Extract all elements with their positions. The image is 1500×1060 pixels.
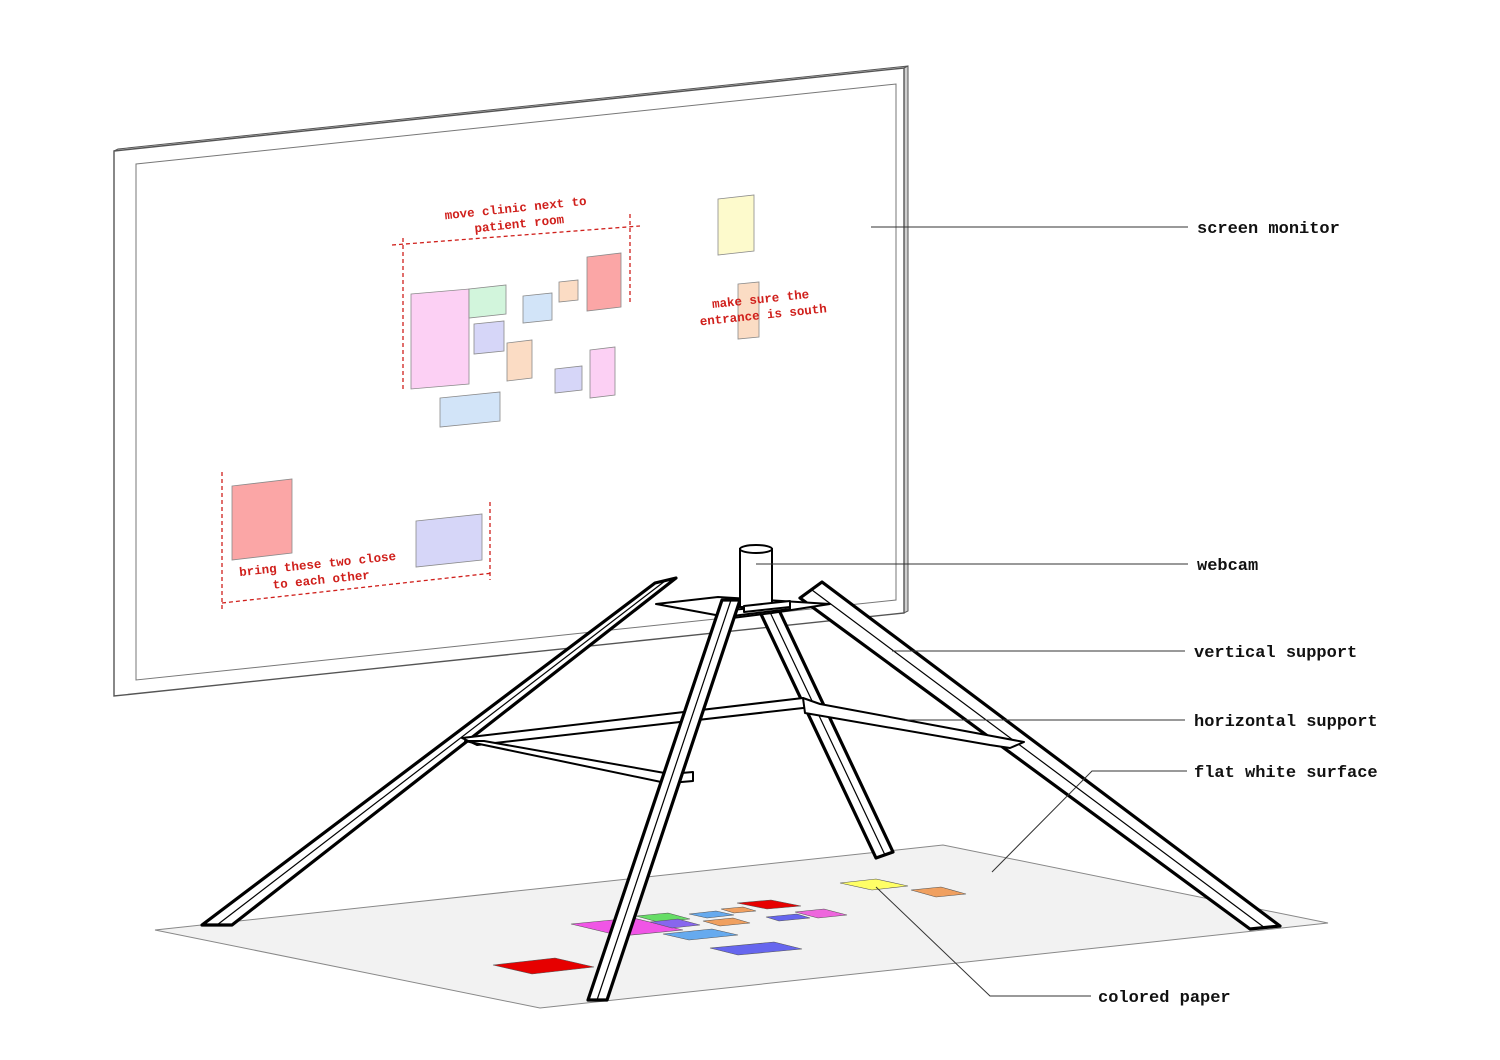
- screen-block-red-1: [586, 252, 622, 312]
- paper-blue-1: [662, 928, 739, 941]
- label-screen-monitor: screen monitor: [1197, 220, 1340, 239]
- screen-block-green: [468, 284, 507, 319]
- paper-purple-small: [649, 918, 701, 929]
- screen-block-yellow: [717, 194, 755, 256]
- webcam-top: [739, 544, 773, 554]
- colored-paper-leader: [875, 886, 1091, 997]
- paper-red-small: [736, 899, 802, 910]
- horizontal-support: [461, 697, 1025, 784]
- vertical-support-back-left: [200, 576, 678, 927]
- callouts: screen monitor webcam vertical support h…: [756, 220, 1378, 1008]
- screen-block-lavender-2: [554, 365, 583, 394]
- label-webcam: webcam: [1197, 557, 1258, 576]
- screen-block-peach-1: [506, 339, 533, 382]
- paper-purple-1: [765, 913, 811, 922]
- paper-yellow: [839, 878, 909, 891]
- label-vertical-support: vertical support: [1194, 644, 1357, 663]
- label-colored-paper: colored paper: [1098, 989, 1231, 1008]
- label-horizontal-support: horizontal support: [1194, 713, 1378, 732]
- vertical-support-back-right: [798, 580, 1282, 931]
- paper-red-large: [492, 957, 595, 975]
- screen-block-pink-small: [589, 346, 616, 399]
- paper-orange-2: [720, 906, 757, 914]
- bring-together-bracket: [221, 472, 494, 612]
- camera-stand: [200, 544, 1282, 1002]
- label-flat-white-surface: flat white surface: [1194, 764, 1378, 783]
- flat-surface-leader: [991, 770, 1187, 873]
- monitor-display: [135, 83, 897, 681]
- paper-orange-1: [702, 917, 751, 927]
- paper-pink: [794, 908, 848, 919]
- webcam: [739, 544, 791, 613]
- paper-purple-2: [709, 941, 803, 956]
- screen-block-red-2: [231, 478, 293, 561]
- screen-block-blue-2: [439, 391, 501, 428]
- paper-orange-3: [910, 886, 967, 898]
- screen-block-lavender-3: [415, 513, 483, 568]
- screen-block-peach-small: [558, 279, 579, 303]
- webcam-body: [739, 548, 773, 608]
- screen-block-peach-2: [737, 281, 760, 340]
- screen-block-pink-large: [410, 288, 470, 390]
- screen-block-lavender-1: [473, 320, 505, 355]
- flat-white-surface: [154, 844, 1329, 1009]
- paper-blue-2: [688, 910, 735, 919]
- screen-monitor: move clinic next to patient room make su…: [113, 65, 909, 697]
- clinic-bracket: [391, 214, 641, 390]
- screen-block-blue-1: [522, 292, 553, 324]
